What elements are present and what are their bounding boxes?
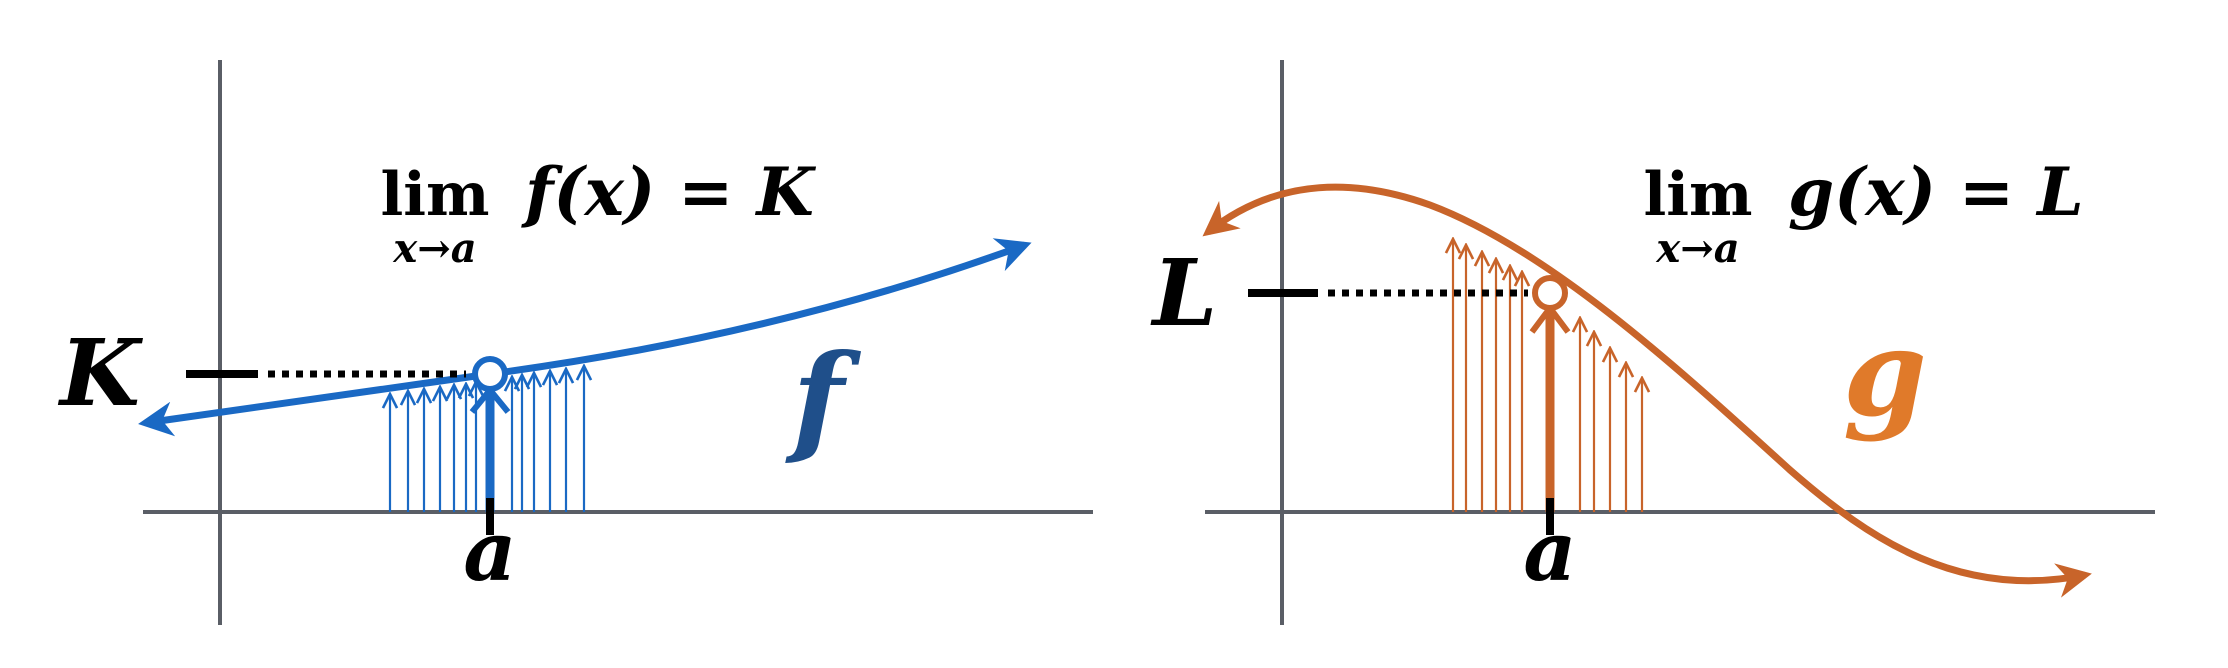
limit-operator-f: lim xyxy=(380,160,489,230)
a-label-g: a xyxy=(1523,504,1576,600)
limit-operator-g: lim xyxy=(1643,160,1752,230)
k-label: K xyxy=(57,319,144,427)
limit-subscript-f: x→a xyxy=(392,225,476,272)
function-curve-g xyxy=(1202,183,2092,598)
limit-expression-g: g(x) = L xyxy=(1788,153,2084,231)
l-label: L xyxy=(1150,239,1218,347)
panel-g: L a g lim x→a g(x) = L xyxy=(1150,60,2155,625)
function-curve-f xyxy=(138,238,1032,437)
panel-f: K a f lim x→a f(x) = K xyxy=(57,60,1093,625)
g-function-label: g xyxy=(1843,303,1927,444)
limit-expression-f: f(x) = K xyxy=(521,153,816,231)
hole-marker-g xyxy=(1532,275,1568,311)
limit-subscript-g: x→a xyxy=(1655,225,1739,272)
a-label-f: a xyxy=(463,504,516,600)
hole-marker-f xyxy=(472,356,508,392)
f-function-label: f xyxy=(784,328,861,469)
